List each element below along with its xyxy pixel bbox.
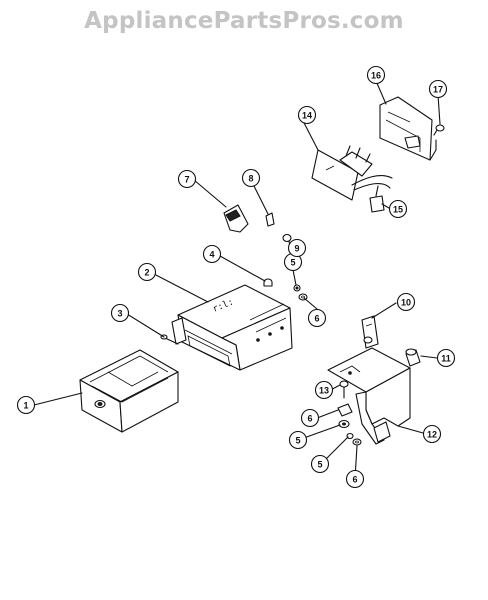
callout-12: 12: [422, 424, 442, 444]
part-12-mounting-bracket: [327, 347, 411, 445]
callout-7-label: 7: [184, 175, 189, 185]
callout-2-label: 2: [144, 268, 149, 278]
callout-4: 4: [202, 244, 222, 264]
callout-16-label: 16: [371, 71, 381, 81]
callout-16: 16: [366, 65, 386, 85]
part-2-housing: r:l:: [171, 284, 293, 371]
callout-5a-label: 5: [290, 258, 295, 268]
callout-14: 14: [297, 105, 317, 125]
part-4-cap: [263, 278, 273, 287]
callout-13: 13: [314, 380, 334, 400]
part-10-bracket-clip: [361, 315, 379, 349]
part-17-screw: [433, 124, 445, 136]
callout-5a: 5: [283, 252, 303, 272]
callout-5c: 5: [310, 454, 330, 474]
part-11-cap: [405, 348, 421, 367]
watermark-text: AppliancePartsPros.com: [84, 8, 404, 34]
callout-5b: 5: [288, 430, 308, 450]
part-5-nut-upper: [293, 284, 301, 292]
callout-17-label: 17: [433, 85, 443, 95]
part-5-nut-lower-a: [338, 419, 350, 429]
callout-10: 10: [396, 292, 416, 312]
callout-11: 11: [436, 348, 456, 368]
callout-8: 8: [241, 168, 261, 188]
part-9-nut: [282, 233, 292, 243]
callout-15: 15: [388, 199, 408, 219]
part-15-wire-harness: [351, 175, 393, 213]
part-6-washer-lower-a: [337, 403, 353, 417]
part-14-switch-plate: [311, 145, 373, 201]
part-7-knob: [223, 204, 249, 233]
callout-3: 3: [110, 303, 130, 323]
callout-1: 1: [16, 395, 36, 415]
callout-7: 7: [177, 169, 197, 189]
callout-11-label: 11: [441, 354, 451, 364]
part-6-washer-lower-b: [352, 438, 362, 446]
leader-lines: [33, 80, 441, 479]
callout-5b-label: 5: [295, 436, 300, 446]
callout-6a: 6: [307, 308, 327, 328]
callout-1-label: 1: [23, 401, 28, 411]
callout-17: 17: [428, 79, 448, 99]
callout-6b: 6: [300, 408, 320, 428]
part-5-nut-lower-b: [346, 432, 354, 440]
callout-4-label: 4: [209, 250, 214, 260]
callout-13-label: 13: [319, 386, 329, 396]
callout-6b-label: 6: [307, 414, 312, 424]
callout-5c-label: 5: [317, 460, 322, 470]
callout-10-label: 10: [401, 298, 411, 308]
callout-6c: 6: [345, 469, 365, 489]
callout-6c-label: 6: [352, 475, 357, 485]
callout-12-label: 12: [427, 430, 437, 440]
callout-9-label: 9: [294, 244, 299, 254]
part-13-bolt: [339, 380, 349, 399]
callout-2: 2: [137, 262, 157, 282]
callout-8-label: 8: [248, 174, 253, 184]
part-1-drawer: [79, 349, 179, 433]
callout-3-label: 3: [117, 309, 122, 319]
callout-9: 9: [287, 238, 307, 258]
callout-6a-label: 6: [314, 314, 319, 324]
part-8-clip: [265, 212, 275, 227]
part-16-bracket: [379, 96, 437, 161]
callout-15-label: 15: [393, 205, 403, 215]
callout-14-label: 14: [302, 111, 312, 121]
